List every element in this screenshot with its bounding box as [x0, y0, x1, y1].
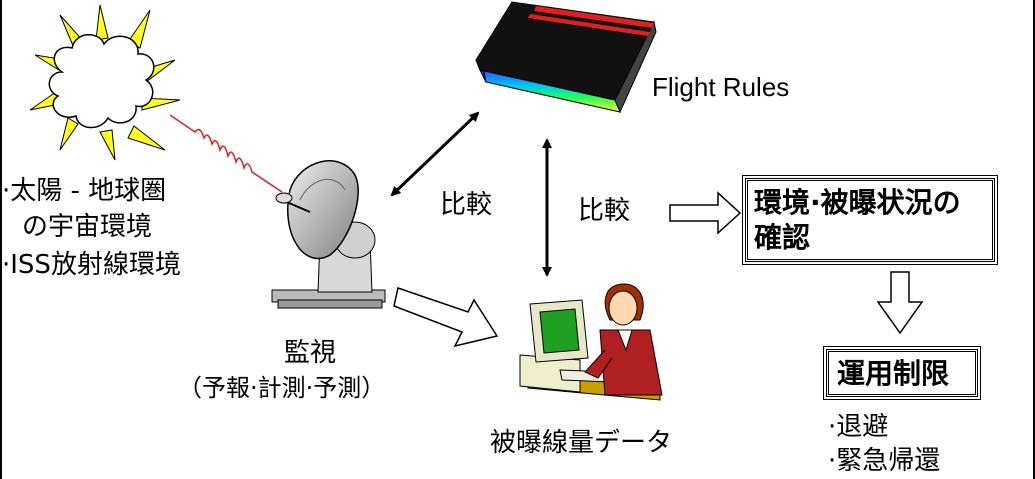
confirm-box-line1: 環境·被曝状況の: [754, 186, 961, 219]
dose-data-label: 被曝線量データ: [490, 428, 673, 458]
computer-operator-icon: [519, 283, 663, 401]
confirm-box-line2: 確認: [754, 221, 811, 254]
arrow-antenna-book: [390, 111, 480, 197]
compare-left-label: 比較: [440, 190, 493, 220]
left-frame-line: [0, 0, 2, 479]
restriction-box-label: 運用制限: [837, 357, 950, 390]
hollow-arrow-compare: [669, 191, 742, 235]
hollow-arrow-down: [876, 271, 924, 335]
confirm-box: 環境·被曝状況の 確認: [742, 175, 998, 265]
monitor-subtitle: （予報·計測·予測）: [178, 374, 386, 402]
antenna-icon: [271, 160, 386, 309]
restriction-box: 運用制限: [823, 346, 981, 400]
source-solar-line2: の宇宙環境: [22, 212, 153, 242]
source-solar-line1: ·太陽 - 地球圏: [2, 176, 167, 206]
monitor-title: 監視: [284, 338, 337, 368]
radiation-wave: [169, 114, 283, 193]
action-emergency-return: ·緊急帰還: [828, 446, 941, 476]
sun-icon: [29, 4, 181, 161]
source-iss: ·ISS放射線環境: [2, 250, 181, 280]
book-label: Flight Rules: [652, 72, 790, 102]
hollow-arrow-monitor: [393, 287, 499, 348]
compare-right-label: 比較: [578, 196, 631, 226]
right-frame-line: [1033, 0, 1035, 479]
book-icon: [475, 1, 657, 114]
action-evacuate: ·退避: [828, 412, 889, 442]
